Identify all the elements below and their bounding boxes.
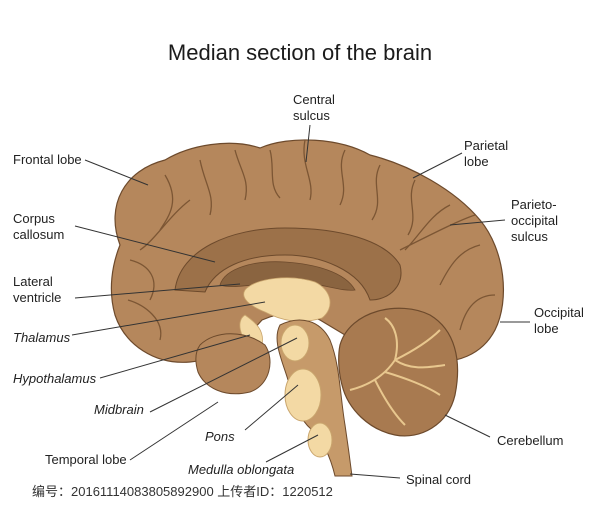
pons <box>284 368 322 422</box>
label-parieto-occipital-line2: occipital <box>511 213 558 228</box>
label-parieto-occipital-line3: sulcus <box>511 229 548 244</box>
label-corpus-callosum-line2: callosum <box>13 227 65 242</box>
diagram-title: Median section of the brain <box>167 40 433 65</box>
midbrain <box>280 324 310 362</box>
gyri-lines <box>127 139 496 341</box>
label-central-sulcus-line2: sulcus <box>293 108 330 123</box>
label-parietal-lobe-line2: lobe <box>464 154 489 169</box>
label-lateral-ventricle: Lateral ventricle <box>13 274 61 306</box>
label-hypothalamus: Hypothalamus <box>13 371 97 386</box>
label-parietal-lobe: Parietal lobe <box>464 138 508 170</box>
label-temporal-lobe: Temporal lobe <box>45 452 127 467</box>
label-parieto-occipital-line1: Parieto- <box>511 197 557 212</box>
credit-caption: 编号：20161114083805892900 上传者ID：1220512 <box>28 480 337 501</box>
medulla-oblongata <box>307 422 333 458</box>
label-parieto-occipital-sulcus: Parieto- occipital sulcus <box>511 197 558 245</box>
thalamus <box>243 277 331 322</box>
label-corpus-callosum: Corpus callosum <box>13 211 64 243</box>
label-pons: Pons <box>205 429 235 444</box>
label-parietal-lobe-line1: Parietal <box>464 138 509 153</box>
label-occipital-lobe: Occipital lobe <box>534 305 584 337</box>
label-corpus-callosum-line1: Corpus <box>13 211 55 226</box>
arbor-vitae <box>349 317 446 426</box>
temporal-lobe <box>195 333 271 395</box>
label-occipital-lobe-line2: lobe <box>534 321 559 336</box>
label-lateral-ventricle-line2: ventricle <box>13 290 62 305</box>
label-occipital-lobe-line1: Occipital <box>534 305 584 320</box>
label-midbrain: Midbrain <box>94 402 144 417</box>
label-spinal-cord: Spinal cord <box>406 472 472 487</box>
label-thalamus: Thalamus <box>13 330 71 345</box>
label-lateral-ventricle-line1: Lateral <box>13 274 53 289</box>
label-medulla-oblongata: Medulla oblongata <box>188 462 295 477</box>
leader-lines <box>71 124 530 479</box>
label-frontal-lobe: Frontal lobe <box>13 152 82 167</box>
label-central-sulcus: Central sulcus <box>293 92 335 124</box>
corpus-callosum <box>174 227 402 301</box>
label-central-sulcus-line1: Central <box>293 92 335 107</box>
label-cerebellum: Cerebellum <box>497 433 564 448</box>
